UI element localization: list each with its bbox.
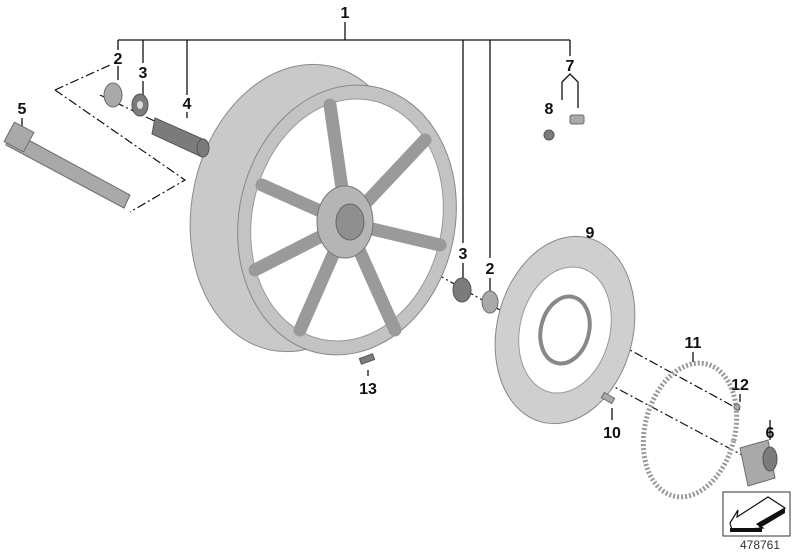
callout-11: 11 <box>685 335 702 352</box>
part-2-seal-left[interactable] <box>103 82 123 108</box>
diagram-number: 478761 <box>739 538 781 552</box>
callout-8: 8 <box>545 101 554 118</box>
callout-13: 13 <box>359 381 377 398</box>
callout-3: 3 <box>139 65 148 82</box>
callout-5: 5 <box>18 101 27 118</box>
callout-6: 6 <box>766 425 775 442</box>
part-8-nut[interactable] <box>543 129 555 141</box>
wheel-rim <box>189 63 457 356</box>
part-13-weight[interactable] <box>358 353 376 365</box>
part-6-spacer-right[interactable] <box>739 439 778 487</box>
callout-2: 2 <box>114 51 123 68</box>
orientation-arrow-icon <box>722 491 791 537</box>
part-5-axle[interactable] <box>3 121 131 209</box>
part-4-spacer[interactable] <box>151 117 210 158</box>
part-3-bearing-right[interactable] <box>452 277 472 303</box>
part-12-washer[interactable] <box>733 403 741 411</box>
callout-3-right: 3 <box>459 246 468 263</box>
callout-12: 12 <box>731 377 749 394</box>
callout-9: 9 <box>586 225 595 242</box>
part-7-screw[interactable] <box>569 114 585 125</box>
part-9-brake-disc[interactable] <box>476 221 654 438</box>
callout-10: 10 <box>603 425 621 442</box>
callout-7: 7 <box>566 58 575 75</box>
callout-4: 4 <box>183 96 192 113</box>
callout-1: 1 <box>341 5 350 22</box>
part-10-bolt[interactable] <box>600 391 616 405</box>
part-2-seal-right[interactable] <box>481 290 499 314</box>
callout-2-right: 2 <box>486 261 495 278</box>
